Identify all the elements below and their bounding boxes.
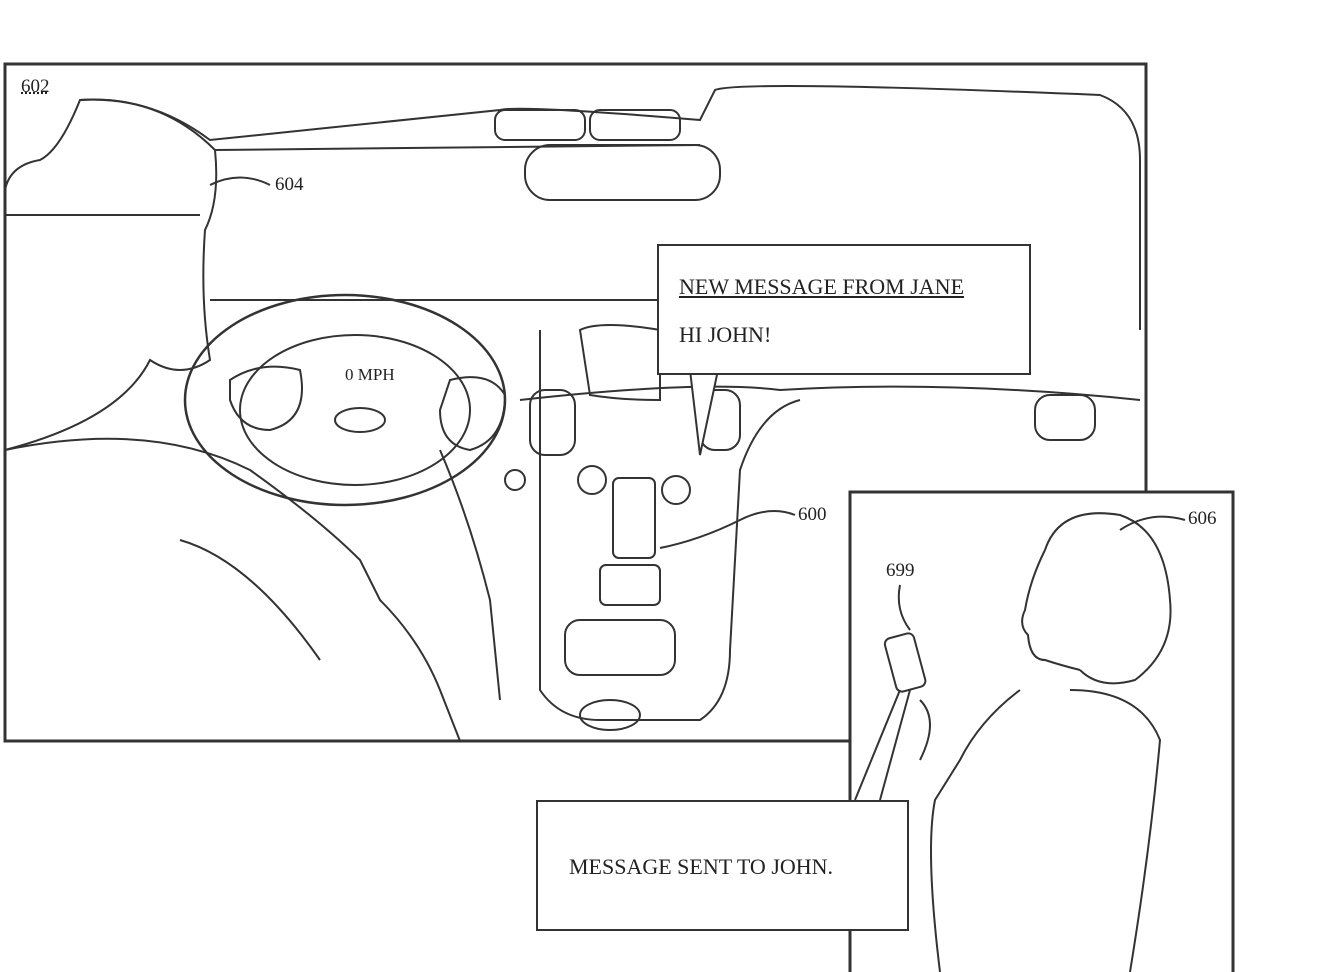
dashboard-line: [519, 385, 1141, 401]
bubble-tail: [689, 369, 719, 456]
driver-right-hand: [438, 376, 507, 452]
incoming-message-title: NEW MESSAGE FROM JANE: [679, 274, 965, 299]
passenger-leader: [1119, 515, 1186, 531]
device-leader: [659, 510, 796, 549]
sent-message-text: MESSAGE SENT TO JOHN.: [569, 854, 834, 879]
driver-label: 604: [275, 174, 304, 195]
driver-head: [4, 98, 218, 451]
passenger-body: [1069, 689, 1162, 972]
driver-leader: [209, 176, 271, 186]
driver-left-hand: [229, 365, 303, 432]
phone-leader: [897, 584, 911, 631]
sent-message-bubble: MESSAGE SENT TO JOHN.: [536, 800, 909, 931]
air-vent-left: [529, 389, 576, 456]
steering-wheel: [183, 293, 507, 507]
mounted-phone: [612, 477, 656, 559]
passenger-face: [1021, 549, 1081, 671]
speedometer-readout: 0 MPH: [345, 365, 395, 384]
gear-shifter-area: [564, 619, 676, 676]
passenger-phone: [883, 632, 927, 693]
signal-lines: [854, 689, 911, 801]
figure-label: 602: [21, 76, 50, 97]
phone-label: 699: [886, 560, 915, 581]
rearview-mirror: [524, 144, 721, 201]
incoming-message-body: HI JOHN!: [679, 322, 772, 347]
driver-body: [4, 437, 461, 742]
device-label: 600: [798, 504, 827, 525]
air-vent-right: [1034, 394, 1096, 441]
passenger-scene-frame: [848, 490, 1235, 972]
main-scene-frame: [3, 62, 1148, 743]
passenger-hair: [1044, 512, 1172, 685]
center-console: [539, 330, 801, 721]
passenger-label: 606: [1188, 508, 1217, 529]
incoming-message-bubble: NEW MESSAGE FROM JANE HI JOHN!: [657, 244, 1031, 375]
